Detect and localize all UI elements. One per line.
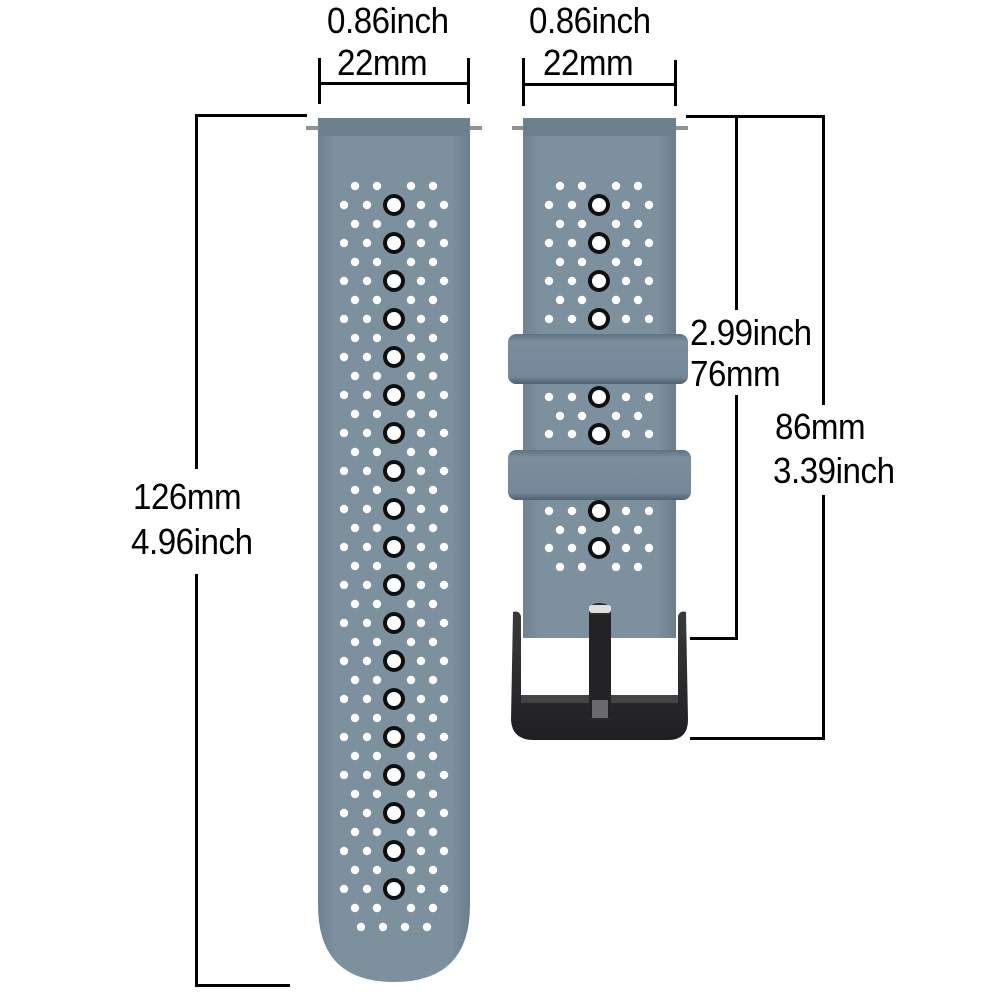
left-width-inch-label: 0.86inch xyxy=(327,0,449,41)
keeper-loop-upper xyxy=(508,334,688,384)
buckle xyxy=(511,603,688,740)
keeper-loop-lower xyxy=(508,450,691,500)
left-width-mm-label: 22mm xyxy=(337,42,428,83)
right-outer-length-mm-label: 86mm xyxy=(775,406,866,447)
right-strap xyxy=(508,118,691,740)
right-width-mm-label: 22mm xyxy=(543,42,634,83)
left-length-mm-label: 126mm xyxy=(133,476,242,517)
right-inner-length-inch-label: 2.99inch xyxy=(690,312,812,353)
left-length-inch-label: 4.96inch xyxy=(131,521,253,562)
left-strap xyxy=(306,118,482,982)
right-width-inch-label: 0.86inch xyxy=(529,0,651,41)
right-inner-length-mm-label: 76mm xyxy=(690,353,781,394)
right-outer-length-inch-label: 3.39inch xyxy=(773,450,895,491)
